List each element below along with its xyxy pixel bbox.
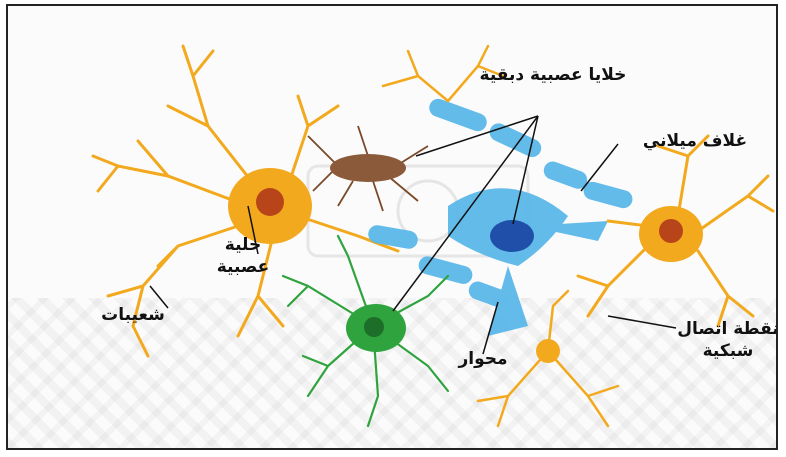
- brown-glial-body: [330, 154, 406, 182]
- neuron-illustration: [8, 6, 778, 450]
- myelin-network: [367, 96, 635, 336]
- diagram-frame: خلايا عصبية دبقية غلاف ميلاني خلية عصبية…: [6, 4, 778, 450]
- label-neuron: خلية عصبية: [198, 234, 288, 278]
- label-synapse: نقطة اتصال شبكية: [668, 318, 778, 362]
- neuron-left-nucleus: [256, 188, 284, 216]
- neuron-right: [578, 136, 773, 326]
- label-myelin-sheath: غلاف ميلاني: [620, 130, 770, 152]
- glial-nucleus: [490, 220, 534, 252]
- label-dendrites: شعيبات: [78, 304, 188, 326]
- neuron-right-nucleus: [659, 219, 683, 243]
- green-glial-nucleus: [364, 317, 384, 337]
- brown-glial-cell: [308, 126, 428, 211]
- label-glial-cells: خلايا عصبية دبقية: [478, 64, 628, 86]
- label-axon: محوار: [433, 348, 533, 370]
